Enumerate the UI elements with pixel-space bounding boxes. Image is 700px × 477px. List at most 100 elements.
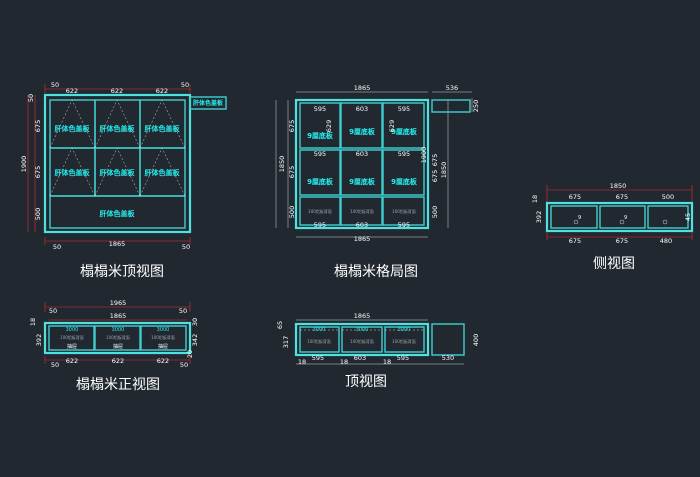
drawer-tag: 抽屉 (67, 343, 77, 350)
drawer-tag: 抽屉 (158, 343, 168, 350)
dim: 675 (569, 237, 581, 245)
drawer-head: 3000 (66, 327, 79, 333)
dim: 622 (66, 87, 78, 95)
cell-label: 9厘底板 (307, 131, 334, 140)
dim: 18 (340, 358, 348, 366)
dim: 400 (472, 334, 480, 346)
drawer-head: 3000 (313, 327, 326, 333)
dim: 595 (312, 354, 324, 362)
dim: 675 (616, 237, 628, 245)
dim: 50 (182, 243, 190, 251)
dim: 530 (442, 354, 454, 362)
dim: 45 (684, 213, 692, 221)
dim: 50 (49, 307, 57, 315)
dim: 18 (383, 358, 391, 366)
tatami-top-view: 肝体色盖板 肝体色盖板 肝体色盖板 肝体色盖板 肝体色盖板 肝体色盖板 肝体色盖… (20, 81, 227, 280)
layout-side-board (431, 99, 471, 113)
dim: 595 (398, 221, 410, 229)
dim: 603 (354, 354, 366, 362)
dim: 595 (314, 221, 326, 229)
tatami-front-view: 3000 3000 3000 100铝板背面 100铝板背面 100铝板背面 抽… (29, 299, 199, 393)
dim: 603 (356, 150, 368, 158)
dim: 595 (314, 150, 326, 158)
dim: 1965 (110, 299, 127, 307)
panel-label: 肝体色盖板 (145, 168, 181, 177)
top-outline (294, 322, 430, 357)
dim: 50 (180, 361, 188, 369)
dim: 500 (34, 208, 42, 220)
panel-label: 肝体色盖板 (55, 124, 91, 133)
drawer-tag: 抽屉 (113, 343, 123, 350)
dim: 675 (431, 170, 439, 182)
dim: 1865 (110, 312, 127, 320)
dim: 675 (34, 166, 42, 178)
view-title: 顶视图 (345, 374, 387, 390)
box-label: 100铝板背面 (350, 208, 374, 214)
panel-label: 肝体色盖板 (55, 168, 91, 177)
dim: 675 (569, 193, 581, 201)
dim: 622 (156, 87, 168, 95)
dim: 1850 (610, 182, 627, 190)
panel-label: 肝体色盖板 (100, 124, 136, 133)
dim: 317 (282, 336, 290, 348)
dim: 675 (431, 154, 439, 166)
cell-label: 9厘底板 (349, 177, 376, 186)
cell-label: 9厘底板 (349, 127, 376, 136)
box-label: 100铝板背面 (308, 208, 332, 214)
cell-label: 9厘底板 (307, 177, 334, 186)
dim: 629 (325, 120, 333, 132)
dim: 50 (27, 94, 35, 102)
dim: 1865 (354, 235, 371, 243)
dim: 622 (157, 357, 169, 365)
top-view: 3000 3000 3000 100铝板背面 100铝板背面 100铝板背面 1… (276, 312, 480, 390)
box-label: 100铝板背面 (392, 208, 416, 214)
dim: 50 (181, 81, 189, 89)
view-title: 侧视图 (593, 256, 635, 272)
dim: 9 (624, 215, 627, 221)
dim: 622 (66, 357, 78, 365)
view-title: 榻榻米正视图 (76, 377, 160, 393)
dim: 500 (288, 206, 296, 218)
dim: 392 (35, 334, 43, 346)
dim: 622 (111, 87, 123, 95)
dim: 50 (179, 307, 187, 315)
box-label: 100铝板背面 (350, 338, 374, 344)
panel-label: 肝体色盖板 (100, 168, 136, 177)
side-view: 9 9 1850 675 675 500 675 675 480 18 392 … (531, 182, 694, 272)
dim: 250 (472, 100, 480, 112)
dim: 536 (446, 84, 458, 92)
panel-label: 肝体色盖板 (100, 209, 136, 218)
dim: 1850 (440, 162, 448, 179)
box-label: 100铝板背面 (392, 338, 416, 344)
dim: 595 (314, 105, 326, 113)
box-label: 100铝板背面 (151, 334, 175, 340)
dim: 603 (356, 221, 368, 229)
side-board-label: 肝体色盖板 (193, 99, 224, 107)
side-outline (545, 201, 694, 233)
drawer-head: 3000 (112, 327, 125, 333)
dim: 1850 (278, 156, 286, 173)
dim: 500 (662, 193, 674, 201)
dim: 622 (112, 357, 124, 365)
layout-outline (294, 98, 430, 230)
dim: 18 (298, 358, 306, 366)
dim: 50 (51, 361, 59, 369)
dim: 595 (398, 105, 410, 113)
dim: 603 (356, 105, 368, 113)
box-label: 100铝板背面 (307, 338, 331, 344)
dim: 1900 (20, 156, 28, 173)
dim: 18 (29, 318, 37, 326)
dim: 50 (53, 243, 61, 251)
drawer-head: 3000 (356, 327, 369, 333)
dim: 675 (616, 193, 628, 201)
view-title: 榻榻米顶视图 (80, 264, 164, 280)
dim: 20 (186, 350, 194, 358)
tatami-top-outline (43, 93, 192, 234)
dim: 500 (431, 206, 439, 218)
dim: 675 (34, 120, 42, 132)
dim: 480 (660, 237, 672, 245)
top-side-box (431, 323, 465, 356)
dim: 9 (578, 215, 581, 221)
box-label: 100铝板背面 (106, 334, 130, 340)
